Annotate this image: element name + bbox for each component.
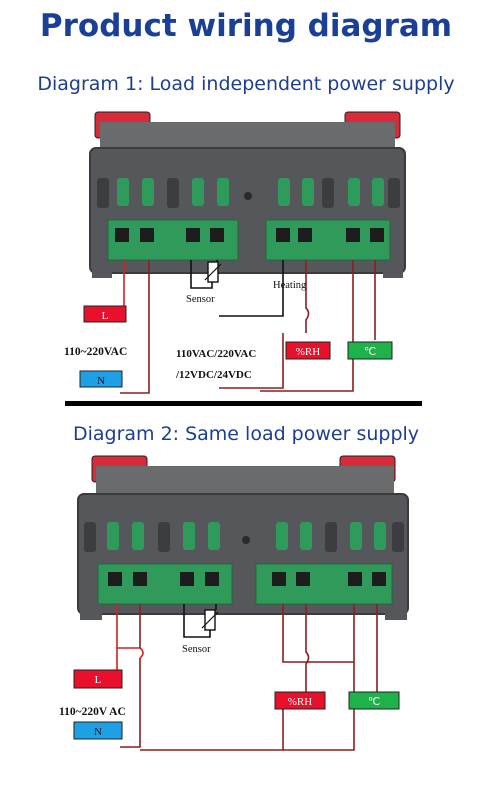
sensor-label: Sensor [186, 294, 215, 305]
heating-label: Heating [273, 280, 307, 291]
live-terminal-box [73, 669, 123, 689]
neutral-label: N [97, 375, 105, 387]
rh-wire [305, 260, 310, 333]
rh-output-box [274, 691, 326, 710]
load-voltage-line1: 110VAC/220VAC [176, 348, 256, 360]
temp-label: ℃ [368, 696, 380, 708]
temp-output-box [348, 691, 400, 710]
diagram1: Sensor Heating L 110~220VAC N 110VAC/220… [64, 111, 406, 394]
rh-label: %RH [288, 696, 313, 708]
power-voltage-label: 110~220VAC [64, 346, 127, 358]
neutral-wire [120, 260, 150, 394]
neutral-wire [120, 658, 141, 748]
temp-label: ℃ [364, 346, 376, 358]
sensor-wire [190, 260, 213, 289]
device-bezel [96, 466, 394, 498]
live-label: L [102, 310, 109, 322]
temp-output-box [347, 341, 393, 360]
live-terminal-box [83, 305, 127, 323]
load-return-wire [140, 604, 355, 751]
vent-slots [117, 178, 384, 206]
diagram2: Sensor L 110~220V AC N %RH ℃ [59, 455, 409, 751]
rh-label: %RH [296, 346, 321, 358]
load-supply-wire [219, 260, 284, 317]
sensor-wire [183, 604, 211, 638]
power-voltage-label: 110~220V AC [59, 706, 126, 718]
neutral-label: N [94, 726, 102, 738]
sensor-label: Sensor [182, 644, 211, 655]
diagram2-subtitle: Diagram 2: Same load power supply [72, 423, 420, 445]
terminal-block-left [107, 219, 239, 261]
load-supply-wire [282, 604, 354, 663]
controller-device [77, 455, 409, 620]
live-label: L [95, 674, 102, 686]
rh-output-box [285, 341, 331, 360]
load-voltage-line2: /12VDC/24VDC [175, 369, 252, 381]
neutral-terminal-box [79, 370, 123, 388]
neutral-terminal-box [73, 721, 123, 740]
controller-device [89, 111, 406, 278]
rh-wire [305, 604, 310, 692]
load-return-wire [260, 260, 354, 392]
section-divider [65, 401, 422, 406]
page-title: Product wiring diagram [39, 8, 453, 44]
diagram1-subtitle: Diagram 1: Load independent power supply [37, 73, 455, 95]
